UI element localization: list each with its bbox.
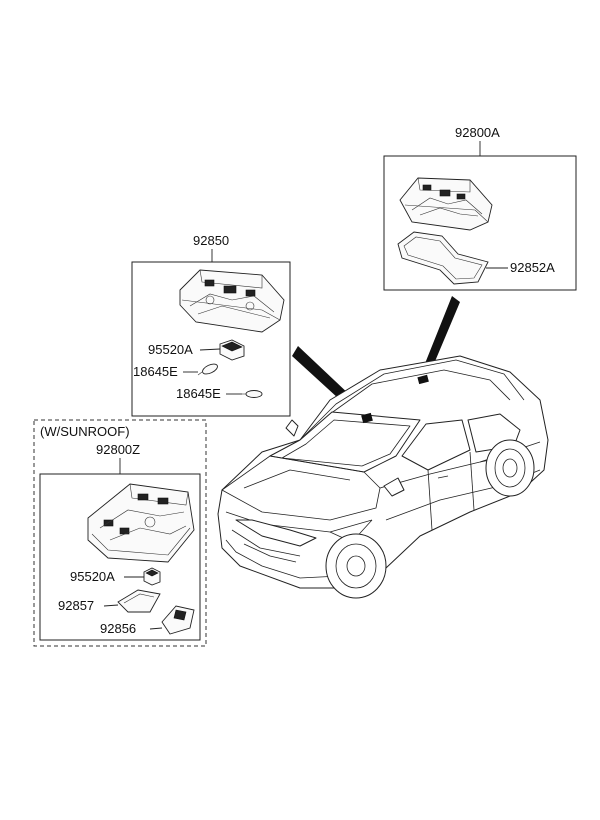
label-92856[interactable]: 92856 xyxy=(100,621,136,636)
bulb-18645e-b-icon[interactable] xyxy=(242,390,263,398)
label-92850[interactable]: 92850 xyxy=(193,233,229,248)
lens-92857-icon[interactable] xyxy=(117,589,161,613)
assembly-92800a-group: 92800A 92852A xyxy=(383,125,577,291)
roof-lamp-marker-front xyxy=(361,412,373,424)
sedan-car-illustration xyxy=(217,355,549,599)
label-92800a[interactable]: 92800A xyxy=(455,125,500,140)
leader-92857 xyxy=(103,604,119,607)
label-18645e-a[interactable]: 18645E xyxy=(133,364,178,379)
gasket-92852a-icon[interactable] xyxy=(397,231,489,285)
label-92857[interactable]: 92857 xyxy=(58,598,94,613)
label-92852a[interactable]: 92852A xyxy=(510,260,555,275)
label-18645e-b[interactable]: 18645E xyxy=(176,386,221,401)
overhead-console-92800z-icon[interactable] xyxy=(87,483,195,563)
assembly-92800z-group: (W/SUNROOF) 92800Z 95520A xyxy=(33,419,207,647)
box-92850 xyxy=(131,261,291,417)
box-92800z xyxy=(39,473,201,641)
box-92800a xyxy=(383,155,577,291)
leader-92856 xyxy=(149,627,163,630)
box-sunroof-dashed xyxy=(33,419,207,647)
assembly-92850-group: 92850 95520A 18645E xyxy=(131,233,291,417)
roof-lamp-marker-rear xyxy=(417,374,429,385)
label-92800z[interactable]: 92800Z xyxy=(96,442,140,457)
lens-92856-icon[interactable] xyxy=(161,605,195,635)
switch-95520a-icon[interactable] xyxy=(219,339,245,361)
overhead-lamp-92800a-icon[interactable] xyxy=(399,177,493,231)
map-lamp-92850-icon[interactable] xyxy=(179,269,285,333)
switch-95520a-bottom-icon[interactable] xyxy=(143,567,161,586)
pointer-wedge-right xyxy=(420,296,460,378)
label-95520a-top[interactable]: 95520A xyxy=(148,342,193,357)
leader-95520a-top xyxy=(199,348,221,351)
bulb-18645e-a-icon[interactable] xyxy=(197,362,219,376)
label-95520a-bottom[interactable]: 95520A xyxy=(70,569,115,584)
label-sunroof-note[interactable]: (W/SUNROOF) xyxy=(40,424,130,439)
